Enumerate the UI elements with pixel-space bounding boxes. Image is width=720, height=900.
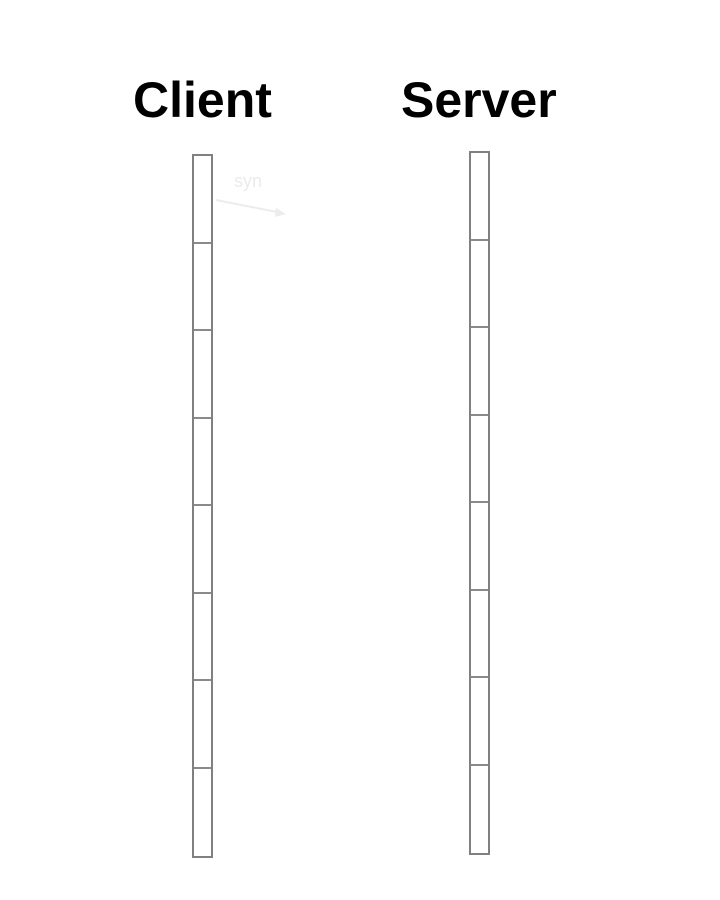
syn-message-arrow [215, 199, 286, 217]
server-lifeline-segment [471, 678, 488, 766]
client-lifeline-segment [194, 506, 211, 594]
client-lifeline-segment [194, 419, 211, 506]
client-lifeline-segment [194, 156, 211, 244]
client-lifeline-segment [194, 244, 211, 331]
server-lifeline-segment [471, 241, 488, 328]
client-lifeline [192, 154, 213, 858]
syn-arrow-head [275, 208, 286, 217]
server-lifeline [469, 151, 490, 855]
server-title: Server [401, 72, 557, 128]
server-lifeline-segment [471, 153, 488, 241]
client-lifeline-segment [194, 331, 211, 419]
client-title: Client [133, 72, 272, 128]
client-lifeline-segment [194, 681, 211, 769]
server-lifeline-segment [471, 591, 488, 678]
syn-arrow-line [215, 199, 283, 214]
server-lifeline-segment [471, 766, 488, 852]
client-lifeline-segment [194, 769, 211, 855]
server-lifeline-segment [471, 416, 488, 503]
syn-message-label: syn [234, 171, 263, 191]
client-lifeline-segment [194, 594, 211, 681]
server-lifeline-segment [471, 503, 488, 591]
server-lifeline-segment [471, 328, 488, 416]
